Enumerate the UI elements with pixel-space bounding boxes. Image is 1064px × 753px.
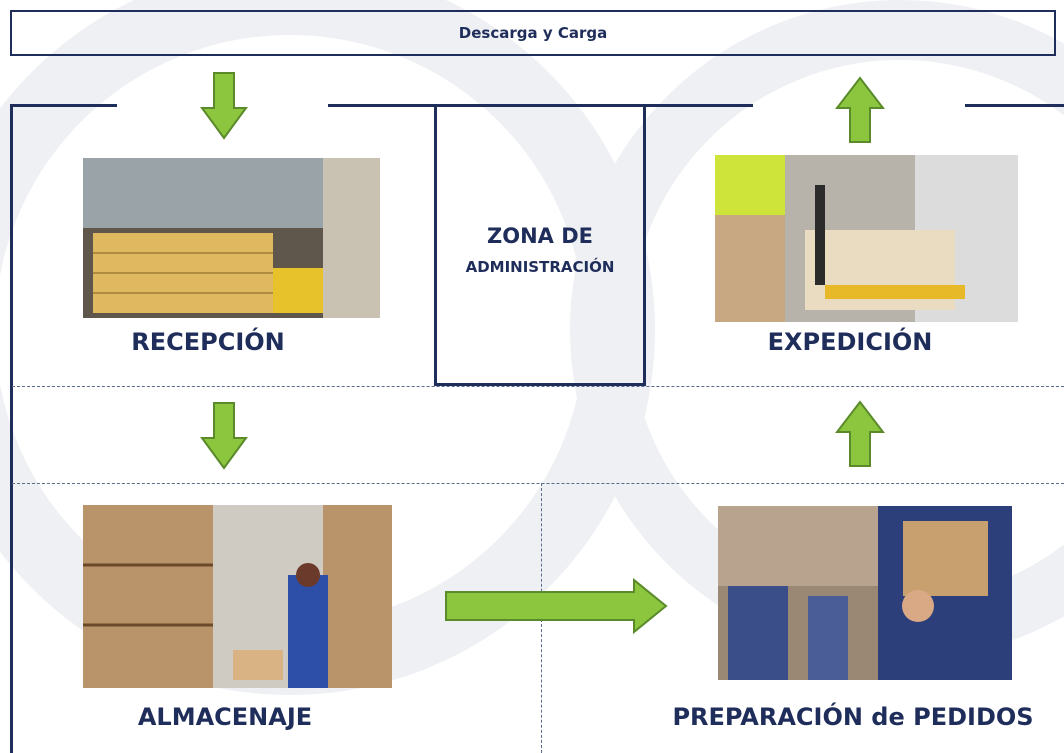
reception-photo bbox=[83, 158, 380, 318]
expedition-photo bbox=[715, 155, 1018, 322]
frame-line bbox=[965, 104, 1064, 107]
arrow-down-icon bbox=[200, 72, 248, 140]
arrow-up-icon bbox=[835, 76, 885, 143]
arrow-down-icon bbox=[200, 402, 248, 470]
frame-line bbox=[10, 104, 13, 753]
arrow-up-icon bbox=[835, 400, 885, 467]
administration-title: ZONA DE bbox=[487, 224, 593, 248]
storage-photo bbox=[83, 505, 392, 688]
arrow-right-icon bbox=[445, 578, 668, 634]
administration-subtitle: ADMINISTRACIÓN bbox=[465, 258, 615, 276]
picking-label: PREPARACIÓN de PEDIDOS bbox=[672, 703, 1034, 731]
picking-photo bbox=[718, 506, 1012, 680]
reception-label: RECEPCIÓN bbox=[131, 328, 285, 356]
storage-label: ALMACENAJE bbox=[137, 703, 313, 731]
zone-divider bbox=[12, 386, 1064, 387]
loading-unloading-label: Descarga y Carga bbox=[458, 24, 608, 42]
frame-line bbox=[328, 104, 753, 107]
administration-zone: ZONA DE ADMINISTRACIÓN bbox=[434, 106, 646, 386]
loading-unloading-bar: Descarga y Carga bbox=[10, 10, 1056, 56]
frame-line bbox=[10, 104, 117, 107]
expedition-label: EXPEDICIÓN bbox=[767, 328, 933, 356]
zone-divider bbox=[12, 483, 1064, 484]
